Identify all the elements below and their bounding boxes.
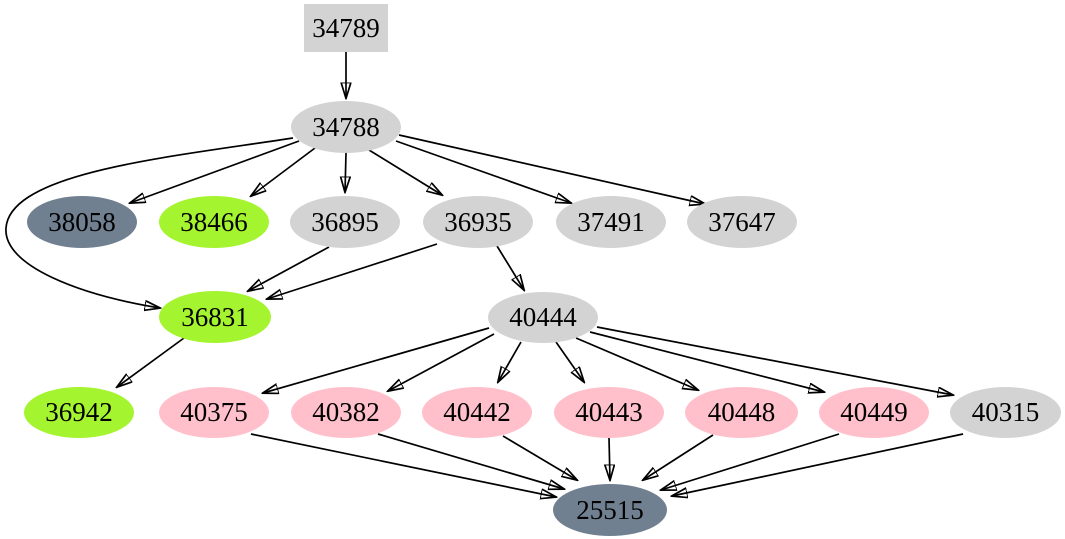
edge-40442-25515 [502, 435, 577, 480]
node-36895: 36895 [290, 196, 400, 248]
node-40444: 40444 [488, 292, 598, 343]
edge-40444-40315 [596, 326, 953, 395]
edge-34788-37647 [398, 134, 705, 204]
node-34789: 34789 [304, 4, 388, 52]
node-label: 40444 [509, 302, 577, 332]
edge-34788-36895 [345, 152, 346, 192]
edge-34788-38466 [251, 147, 316, 196]
edge-36935-40444 [496, 245, 524, 290]
node-label: 37647 [708, 206, 776, 237]
node-label: 40382 [312, 397, 380, 427]
edge-40382-25515 [377, 433, 564, 489]
node-label: 38058 [48, 206, 116, 237]
node-40443: 40443 [554, 387, 664, 438]
node-40449: 40449 [819, 387, 929, 438]
node-label: 37491 [577, 206, 645, 237]
node-38058: 38058 [27, 196, 137, 248]
node-34788: 34788 [291, 101, 401, 153]
edge-40444-40375 [263, 327, 490, 393]
edge-40444-40448 [575, 337, 698, 390]
node-label: 40375 [180, 397, 248, 427]
node-label: 40442 [443, 397, 511, 427]
node-label: 36942 [45, 397, 113, 427]
node-label: 40443 [575, 397, 643, 427]
edge-40375-25515 [250, 433, 556, 497]
edge-40444-40443 [555, 341, 584, 382]
node-36942: 36942 [24, 387, 134, 438]
node-label: 38466 [180, 206, 248, 237]
node-25515: 25515 [553, 484, 667, 536]
node-label: 25515 [576, 494, 644, 525]
edge-40448-25515 [643, 434, 714, 480]
node-label: 36895 [311, 206, 379, 237]
node-40442: 40442 [422, 387, 532, 438]
edge-36895-36831 [248, 246, 330, 291]
node-40448: 40448 [685, 387, 798, 438]
node-label: 36831 [181, 301, 249, 332]
node-40315: 40315 [950, 387, 1061, 438]
edge-34788-36831 [5, 137, 294, 308]
node-40382: 40382 [291, 387, 401, 438]
node-36831: 36831 [159, 291, 271, 343]
edge-40443-25515 [609, 437, 610, 480]
edge-34788-38058 [130, 140, 300, 203]
edge-34788-36935 [368, 149, 442, 195]
node-37647: 37647 [687, 196, 797, 248]
node-37491: 37491 [556, 196, 666, 248]
edge-36935-36831 [267, 243, 438, 299]
edge-34788-37491 [395, 140, 571, 203]
edge-36831-36942 [117, 337, 185, 387]
node-40375: 40375 [159, 387, 269, 438]
edge-40444-40382 [388, 333, 495, 391]
node-label: 40448 [707, 397, 776, 427]
node-label: 40449 [840, 397, 908, 427]
node-label: 40315 [971, 397, 1040, 427]
node-38466: 38466 [159, 196, 269, 248]
edge-40444-40442 [498, 341, 522, 382]
node-label: 36935 [444, 206, 512, 237]
edge-40315-25515 [672, 433, 964, 496]
node-label: 34789 [312, 12, 380, 43]
edge-40449-25515 [661, 433, 840, 490]
node-label: 34788 [312, 111, 380, 142]
node-36935: 36935 [423, 196, 533, 248]
edge-40444-40449 [589, 331, 824, 392]
